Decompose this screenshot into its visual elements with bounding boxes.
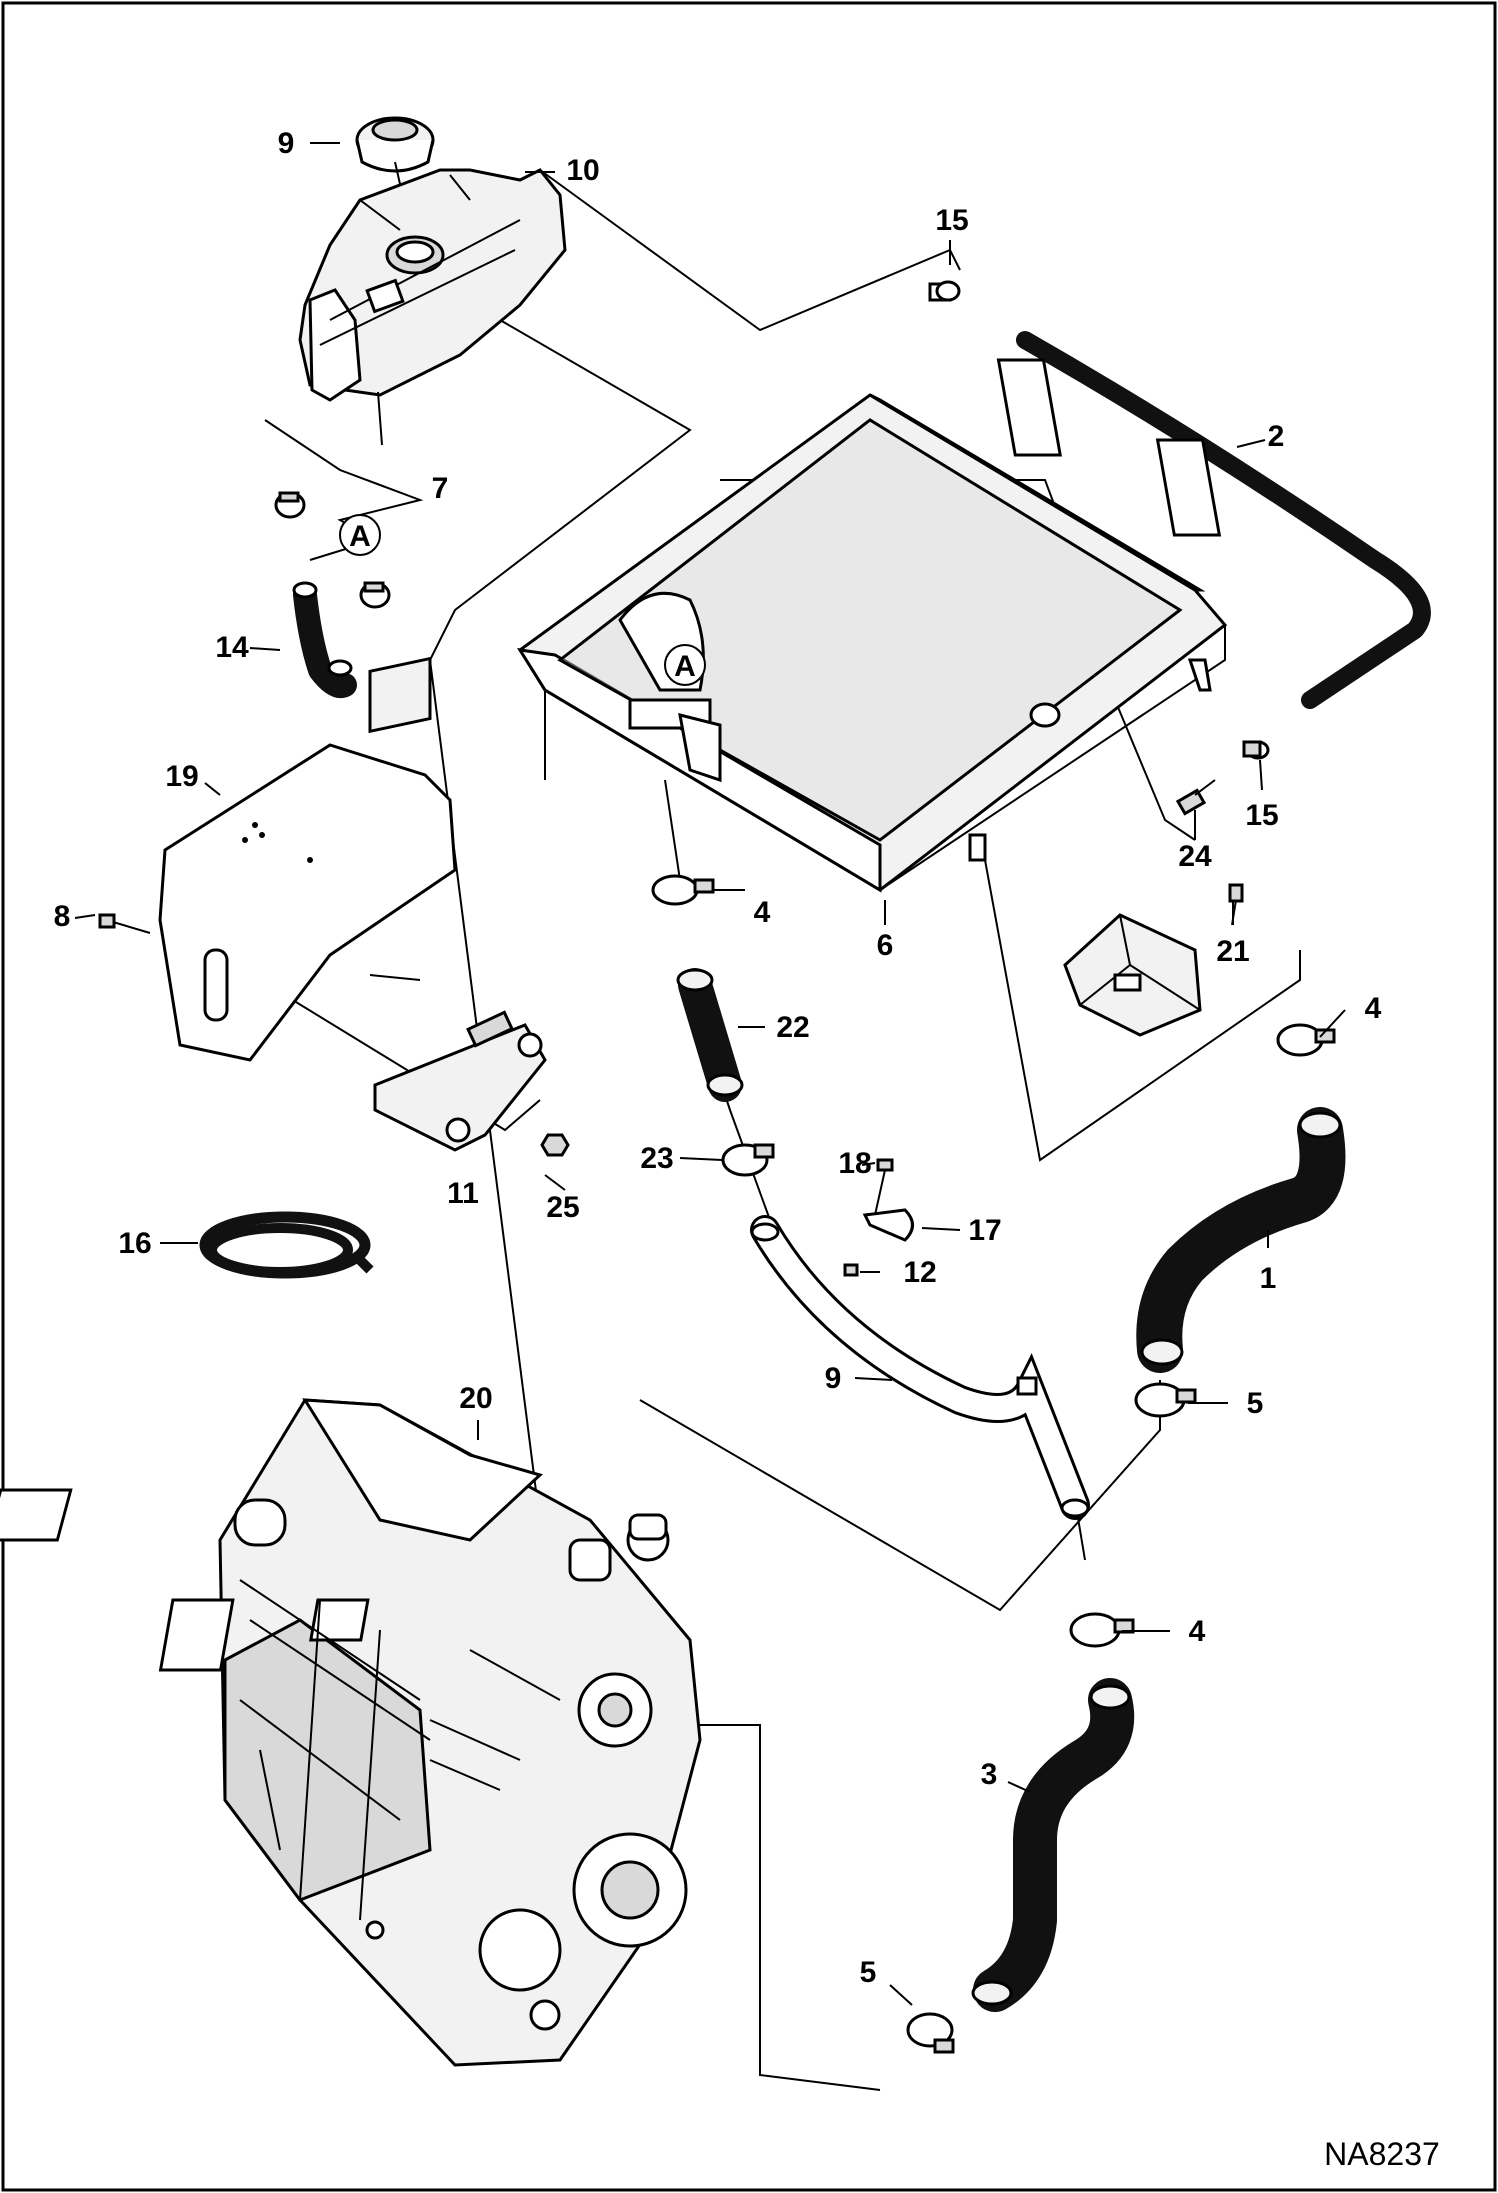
bolt-21 bbox=[1228, 883, 1244, 926]
callout-4-right: 4 bbox=[1365, 992, 1382, 1025]
hose-clamp-4c bbox=[1069, 1612, 1135, 1648]
hose-clamp-7b bbox=[359, 581, 391, 609]
hose-clamp-4a bbox=[651, 874, 715, 906]
coolant-tube-8 bbox=[750, 1215, 1090, 1520]
callout-15-right: 15 bbox=[1245, 799, 1278, 832]
callout-17: 17 bbox=[968, 1214, 1001, 1247]
callout-13: 10 bbox=[566, 154, 599, 187]
hose-clamp-7a bbox=[274, 491, 306, 519]
detail-marker-a-1: A bbox=[339, 514, 381, 556]
radiator-6 bbox=[517, 358, 1228, 893]
callout-21: 21 bbox=[1216, 935, 1249, 968]
filler-cap bbox=[355, 116, 435, 251]
hose-clamp-23 bbox=[721, 1143, 775, 1177]
callout-12: 9 bbox=[278, 127, 295, 160]
hose-clamp-15b bbox=[1242, 740, 1270, 760]
part-labels: 9 10 15 2 7 14 19 15 24 21 8 4 6 4 22 23… bbox=[54, 127, 1382, 2006]
support-bracket-11 bbox=[373, 1010, 547, 1152]
callout-6: 6 bbox=[877, 929, 894, 962]
callout-8: 9 bbox=[825, 1362, 842, 1395]
hose-clamp-4b bbox=[1276, 1023, 1336, 1057]
callout-15-top: 15 bbox=[935, 204, 968, 237]
callout-19: 20 bbox=[459, 1382, 492, 1415]
drain-fitting-24 bbox=[1175, 779, 1216, 816]
svg-text:A: A bbox=[349, 520, 371, 553]
callout-9: 8 bbox=[54, 900, 71, 933]
hose-22 bbox=[676, 968, 744, 1102]
callout-3: 3 bbox=[981, 1758, 998, 1791]
svg-text:A: A bbox=[674, 650, 696, 683]
callout-25: 25 bbox=[546, 1191, 579, 1224]
callout-20: 19 bbox=[165, 760, 198, 793]
callout-22: 22 bbox=[776, 1011, 809, 1044]
side-bracket bbox=[1063, 913, 1202, 1037]
callout-5-lower: 5 bbox=[860, 1956, 877, 1989]
callout-4-upper: 4 bbox=[754, 896, 771, 929]
callout-7: 7 bbox=[432, 472, 449, 505]
hose-clamp-5b bbox=[906, 2012, 955, 2054]
callout-10: 12 bbox=[903, 1256, 936, 1289]
lower-radiator-hose-1 bbox=[1136, 1107, 1346, 1373]
hose-clamp-5a bbox=[1134, 1382, 1197, 1418]
figure-id: NA8237 bbox=[1324, 2136, 1440, 2172]
callout-11: 11 bbox=[447, 1177, 479, 1210]
callout-23: 23 bbox=[640, 1142, 673, 1175]
callout-4-lower: 4 bbox=[1189, 1615, 1206, 1648]
callout-14: 14 bbox=[215, 631, 249, 664]
coiled-hose-18 bbox=[199, 1211, 374, 1279]
callout-2: 2 bbox=[1268, 420, 1285, 453]
callout-16: 18 bbox=[838, 1147, 871, 1180]
callout-5-upper: 5 bbox=[1247, 1387, 1264, 1420]
clip-hardware-16-17-10 bbox=[843, 1158, 914, 1277]
callout-24: 24 bbox=[1178, 840, 1212, 873]
callout-18: 16 bbox=[118, 1227, 151, 1260]
bolt-9 bbox=[98, 913, 151, 934]
hose-clamp-15a bbox=[935, 280, 961, 302]
lower-engine-hose-3 bbox=[971, 1678, 1135, 2012]
detail-marker-a-2: A bbox=[664, 644, 706, 686]
nut-25 bbox=[540, 1133, 570, 1157]
mounting-plate-20 bbox=[158, 656, 457, 1062]
engine-19 bbox=[0, 1398, 702, 2067]
short-hose-14 bbox=[292, 581, 357, 698]
callout-1: 1 bbox=[1260, 1262, 1277, 1295]
coolant-expansion-tank bbox=[298, 168, 567, 446]
